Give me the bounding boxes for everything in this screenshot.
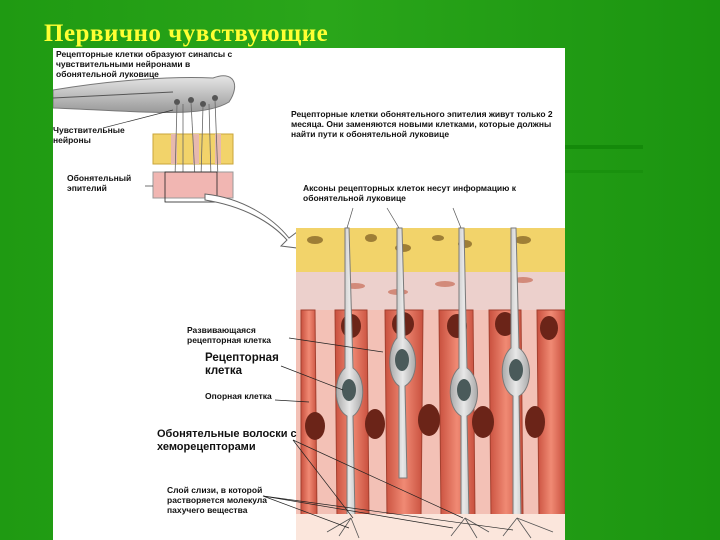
- axon-bundle-overview: [174, 99, 219, 179]
- support-cell-label: Опорная клетка: [205, 391, 272, 401]
- decorative-line: [565, 145, 643, 149]
- slide-title: Первично чувствующие: [44, 20, 329, 47]
- hairs-label: Обонятельные волоски с хеморецепторами: [157, 428, 297, 453]
- olfactory-epithelium-figure: Рецепторные клетки образуют синапсы с чу…: [53, 48, 565, 540]
- enlarged-section: [296, 207, 565, 540]
- epithelium-overview: [152, 171, 234, 203]
- olfactory-bulb-overview: [53, 75, 235, 113]
- decorative-line: [565, 170, 643, 173]
- axons-note-label: Аксоны рецепторных клеток несут информац…: [303, 183, 517, 203]
- receptor-cell-label: Рецепторная клетка: [205, 352, 279, 378]
- sensory-neurons-label: Чувствительные нейроны: [53, 125, 125, 145]
- cribriform-bone-overview: [152, 133, 234, 165]
- synapse-note-label: Рецепторные клетки образуют синапсы с чу…: [56, 49, 233, 79]
- zoom-arrow: [204, 193, 298, 249]
- mucus-label: Слой слизи, в которой растворяется молек…: [167, 485, 268, 515]
- lifespan-note-label: Рецепторные клетки обонятельного эпители…: [291, 109, 553, 139]
- olfactory-epithelium-label: Обонятельный эпителий: [67, 173, 132, 193]
- figure-drawing: [53, 75, 565, 540]
- developing-cell-label: Развивающаяся рецепторная клетка: [187, 325, 272, 345]
